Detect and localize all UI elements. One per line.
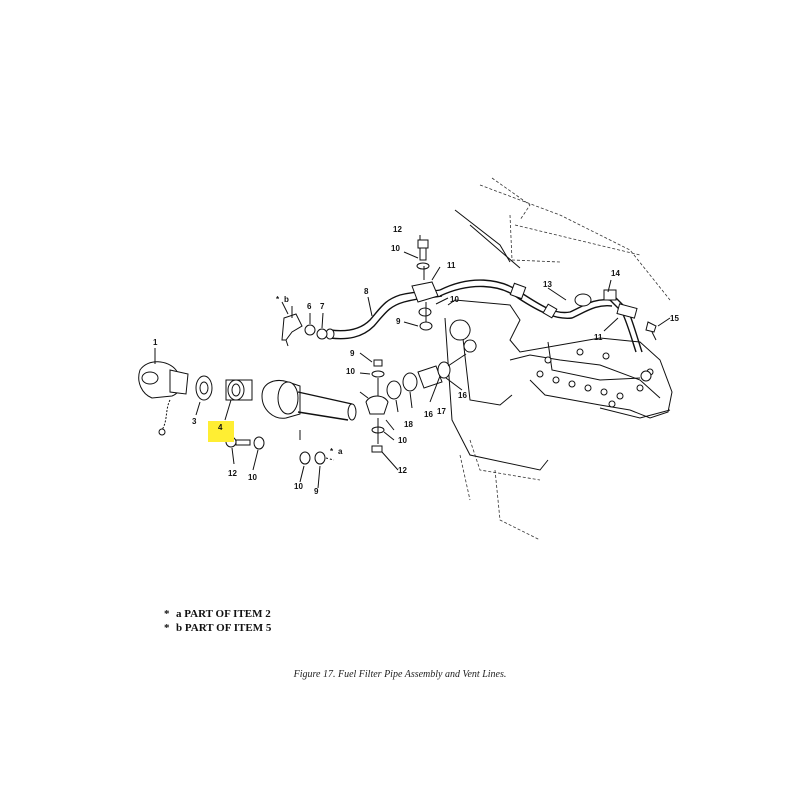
adapter-item-3: [195, 375, 213, 401]
callout-17: 17: [437, 407, 446, 416]
callout-10-top: 10: [391, 244, 400, 253]
leader-lines: [154, 235, 671, 489]
callout-11-right: 11: [594, 333, 603, 342]
callout-labels: 1 3 4 12 10 * b 6 7 8 9 10 10 12 11 13 1…: [153, 225, 679, 496]
bolt-washer-items-12-10: [225, 436, 335, 465]
callout-10-upper-right: 10: [450, 295, 459, 304]
callout-9-upper: 9: [396, 317, 401, 326]
callout-10-lower: 10: [398, 436, 407, 445]
callout-6: 6: [307, 302, 312, 311]
callout-3: 3: [192, 417, 197, 426]
vent-line-assembly: [439, 279, 657, 382]
callout-9-mid: 9: [350, 349, 355, 358]
callout-star-b: *: [276, 295, 280, 304]
bushing-item-4: [225, 379, 253, 401]
callout-a: a: [338, 447, 343, 456]
callout-10-mid: 10: [346, 367, 355, 376]
callout-7: 7: [320, 302, 325, 311]
callout-16-left: 16: [424, 410, 433, 419]
callout-14: 14: [611, 269, 620, 278]
callout-15: 15: [670, 314, 679, 323]
callout-16-right: 16: [458, 391, 467, 400]
callout-12-top: 12: [393, 225, 402, 234]
clamp-assembly-items-16-17-18: [365, 353, 467, 453]
figure-caption: Figure 17. Fuel Filter Pipe Assembly and…: [293, 669, 507, 680]
filter-pipe-assembly-item-2: [261, 380, 357, 440]
vent-fitting-items-5-6-7: [281, 306, 328, 347]
callout-13: 13: [543, 280, 552, 289]
cap-item-1: [138, 352, 189, 436]
footnote-b: *b PART OF ITEM 5: [164, 622, 272, 634]
callout-9-bottom: 9: [314, 487, 319, 496]
footnote-a: *a PART OF ITEM 2: [164, 608, 271, 620]
callout-10-left: 10: [248, 473, 257, 482]
callout-1: 1: [153, 338, 158, 347]
callout-8: 8: [364, 287, 369, 296]
pipe-item-8: [325, 239, 443, 340]
callout-highlight: [208, 421, 234, 442]
callout-4: 4: [218, 423, 223, 432]
engine-block-outline: [444, 177, 673, 541]
callout-11-top: 11: [447, 261, 456, 270]
footnotes: *a PART OF ITEM 2 *b PART OF ITEM 5: [164, 607, 271, 635]
callout-star-a: *: [330, 447, 334, 456]
callout-10-bottom: 10: [294, 482, 303, 491]
callout-18: 18: [404, 420, 413, 429]
callout-12-mid: 12: [398, 466, 407, 475]
callout-12-left: 12: [228, 469, 237, 478]
callout-b: b: [284, 295, 289, 304]
